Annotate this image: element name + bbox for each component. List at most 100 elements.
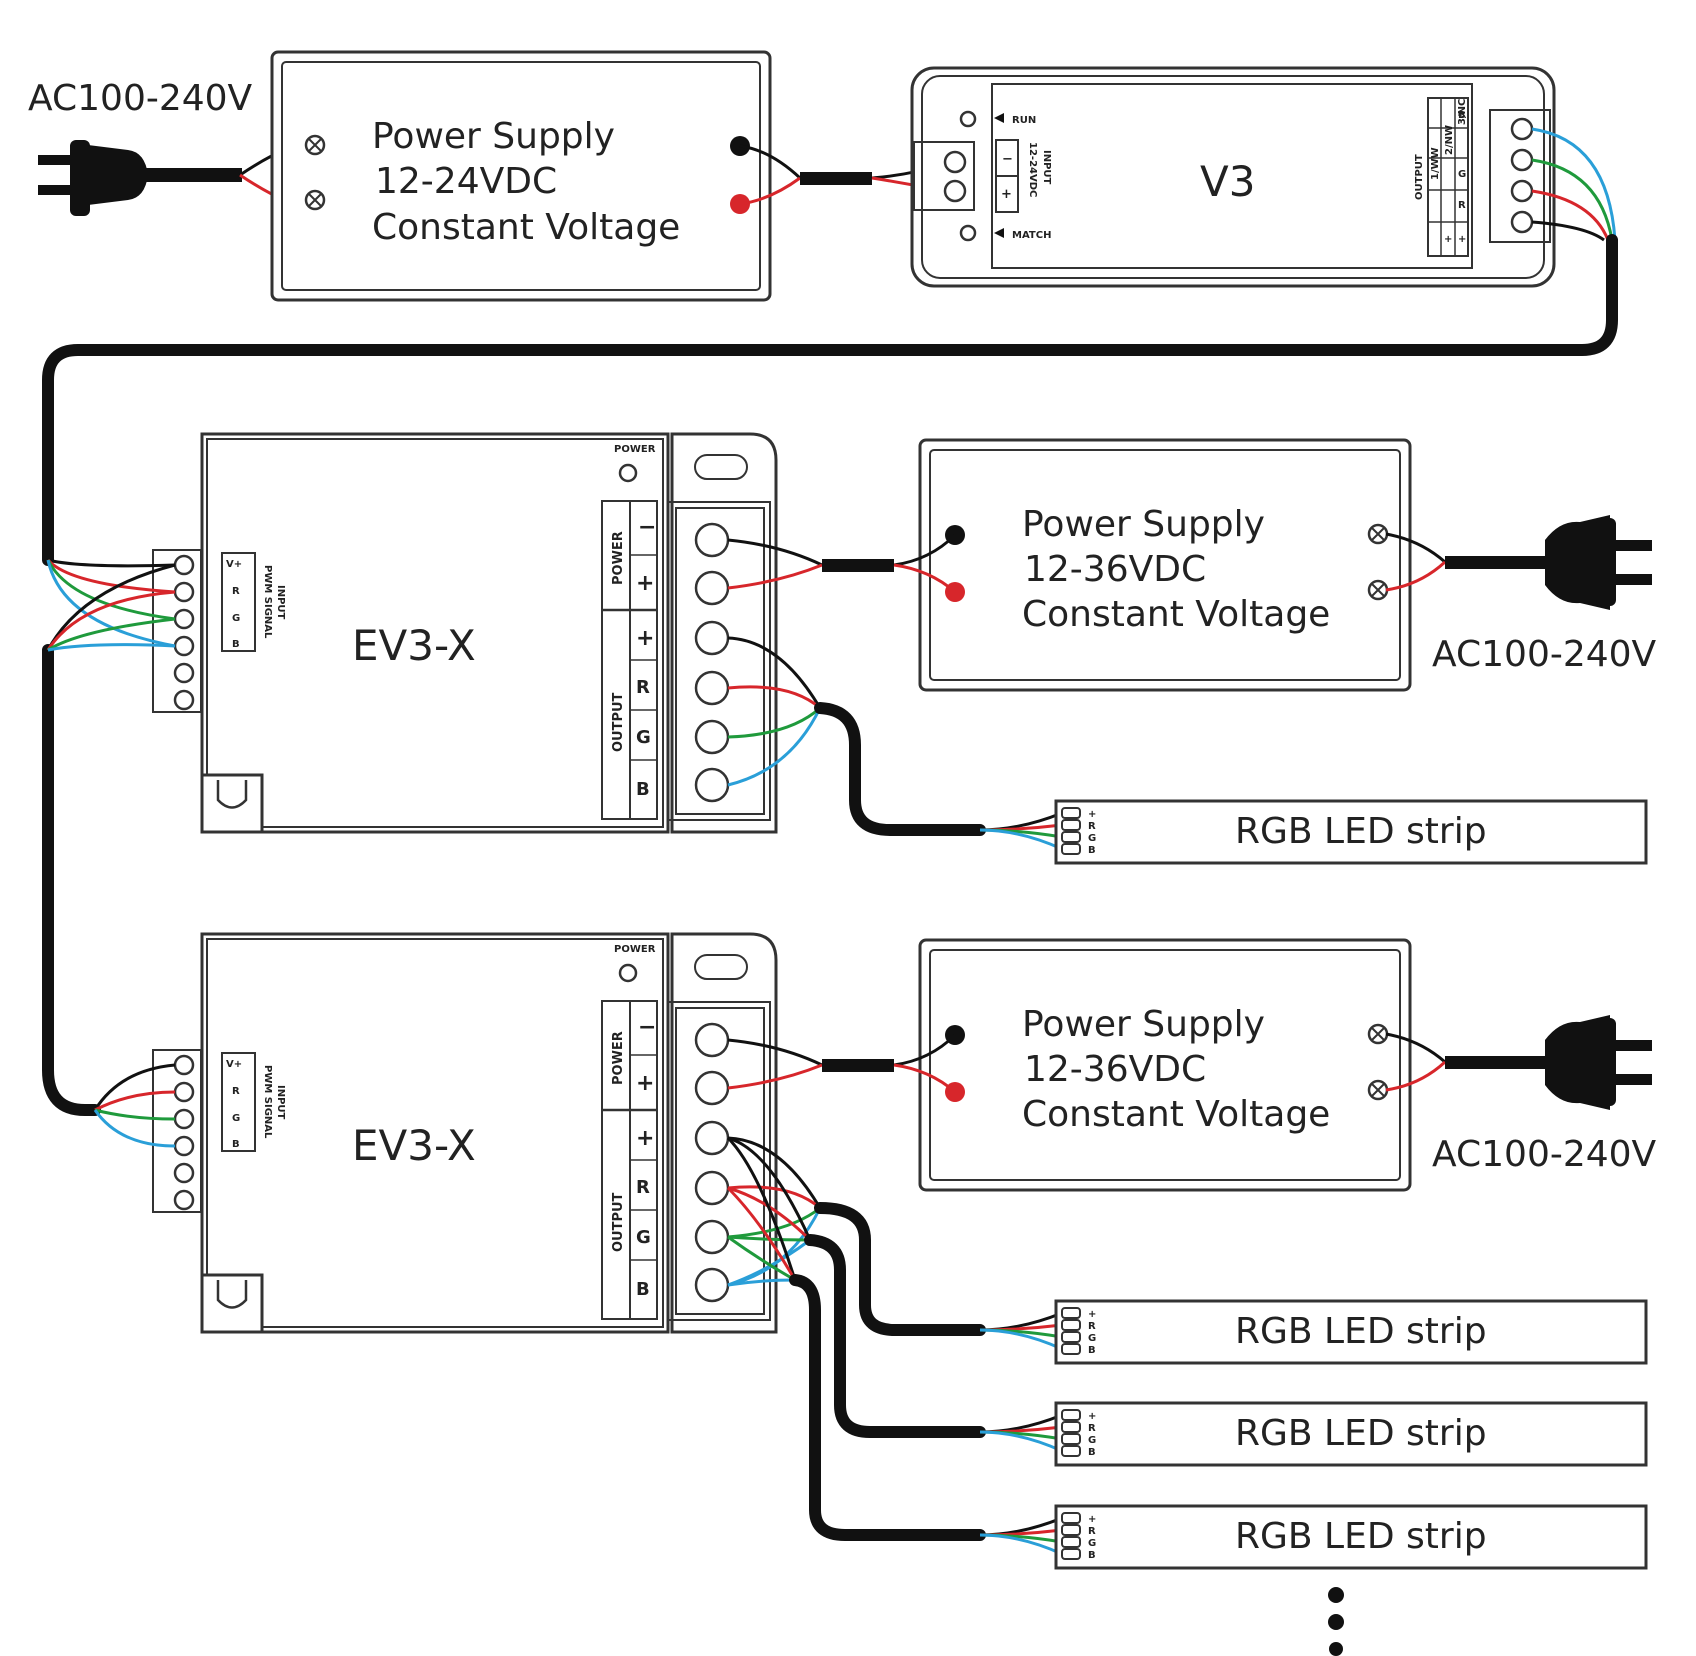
v3-output-row-2: + xyxy=(1458,234,1466,245)
side-psu-2: Power Supply 12-36VDC Constant Voltage xyxy=(918,938,1412,1192)
side-psu-2-ac-wires xyxy=(1385,1032,1447,1092)
ac-plug-top xyxy=(38,140,242,216)
v3-output-wires xyxy=(1531,127,1617,242)
side-psu-1-line1: Power Supply xyxy=(1022,504,1265,545)
rgb-strip-2-pin-1: + xyxy=(1088,1309,1096,1320)
side-psu-2-line3: Constant Voltage xyxy=(1022,1094,1330,1135)
v3-output-row-4: G xyxy=(1458,169,1466,180)
side-psu-2-ac-label: AC100-240V xyxy=(1432,1134,1657,1175)
ev1-term-label-3: + xyxy=(636,626,654,651)
ev3x-unit-2: POWER POWER OUTPUT − + + R G B EV3-X V+ … xyxy=(152,932,778,1334)
ev2-to-strip3-cable xyxy=(804,1234,986,1438)
ev2-input-pin-4: B xyxy=(232,1139,240,1150)
ev1-input-pin-4: B xyxy=(232,639,240,650)
psu-top-ac-terminal-l xyxy=(304,134,326,156)
rgb-strip-1: RGB LED strip + R G B xyxy=(1054,799,1648,865)
psu-top-ac-terminal-n xyxy=(304,189,326,211)
ev1-input-wires xyxy=(46,558,176,652)
strip-2-lead-wire-4 xyxy=(979,1328,1063,1351)
rgb-strip-4: RGB LED strip + R G B xyxy=(1054,1504,1648,1570)
strip-lead-wires xyxy=(979,811,1063,1556)
v3-controller: RUN MATCH − + INPUT 12-24VDC V3 OUTPUT 1… xyxy=(910,66,1556,288)
ev1-model-label: EV3-X xyxy=(352,621,476,670)
rgb-strip-2-pin-3: G xyxy=(1088,1333,1096,1344)
rgb-strip-3-pin-4: B xyxy=(1088,1447,1096,1458)
ev2-to-strip2-cable xyxy=(814,1202,986,1336)
ev2-term-label-6: B xyxy=(636,1279,650,1300)
ev2-input-sub: PWM SIGNAL xyxy=(262,1065,273,1139)
rgb-strip-2-pads xyxy=(1061,1307,1081,1355)
side-psu-1-ac-label: AC100-240V xyxy=(1432,634,1657,675)
v3-model-label: V3 xyxy=(1200,157,1255,206)
ev1-power-section: POWER xyxy=(611,531,626,585)
ev2-to-strip4-cable xyxy=(789,1274,986,1541)
rgb-strip-1-pin-2: R xyxy=(1088,821,1096,832)
v3-input-voltage: 12-24VDC xyxy=(1027,142,1038,197)
ev2-input-pin-2: R xyxy=(232,1086,240,1097)
rgb-strip-3: RGB LED strip + R G B xyxy=(1054,1401,1648,1467)
ev1-output-section: OUTPUT xyxy=(611,692,626,752)
ev1-output-wires xyxy=(727,636,822,787)
trunk-cable xyxy=(42,234,1618,566)
rgb-strip-1-pin-1: + xyxy=(1088,809,1096,820)
ev1-to-strip1-cable xyxy=(814,702,986,836)
ev2-output-wires xyxy=(726,1136,822,1287)
ev2-term-label-5: G xyxy=(636,1227,651,1248)
v3-output-col-1: 1/WW xyxy=(1430,147,1441,180)
ev2-term-label-1: − xyxy=(638,1015,656,1040)
rgb-strip-4-pads xyxy=(1061,1512,1081,1560)
v3-output-label: OUTPUT xyxy=(1414,154,1425,200)
ev2-input-label: INPUT xyxy=(275,1085,286,1120)
side-psu-1-dc-wires xyxy=(727,533,957,594)
rgb-strip-3-pin-1: + xyxy=(1088,1411,1096,1422)
rgb-strip-1-pin-4: B xyxy=(1088,845,1096,856)
v3-input-plus: + xyxy=(1001,187,1012,202)
rgb-strip-1-pads xyxy=(1061,807,1081,855)
rgb-strip-2: RGB LED strip + R G B xyxy=(1054,1299,1648,1365)
v3-run-label: RUN xyxy=(1012,115,1036,126)
ac-plug-side-2 xyxy=(1445,1015,1652,1110)
v3-output-col-2: 2/NW xyxy=(1444,125,1455,155)
ac-plug-side-1 xyxy=(1445,515,1652,610)
side-psu-1-line3: Constant Voltage xyxy=(1022,594,1330,635)
rgb-strip-3-label: RGB LED strip xyxy=(1235,1413,1487,1454)
ev1-power-led-label: POWER xyxy=(614,444,656,455)
continuation-dots xyxy=(1328,1587,1344,1656)
rgb-strip-3-pin-3: G xyxy=(1088,1435,1096,1446)
ev2-input-pin-1: V+ xyxy=(226,1059,242,1070)
ev2-input-pin-3: G xyxy=(232,1113,240,1124)
rgb-strip-1-pin-3: G xyxy=(1088,833,1096,844)
rgb-strip-4-pin-3: G xyxy=(1088,1538,1096,1549)
ev2-term-label-3: + xyxy=(636,1126,654,1151)
ev1-term-label-6: B xyxy=(636,779,650,800)
rgb-strip-2-label: RGB LED strip xyxy=(1235,1311,1487,1352)
side-psu-1-line2: 12-36VDC xyxy=(1024,549,1206,590)
ev2-model-label: EV3-X xyxy=(352,1121,476,1170)
ac-label-top: AC100-240V xyxy=(28,78,253,119)
strip-3-lead-wire-4 xyxy=(979,1430,1063,1453)
psu-top-line2: 12-24VDC xyxy=(375,161,557,202)
v3-output-col-3: 3/NC xyxy=(1457,99,1468,125)
ev1-input-pin-2: R xyxy=(232,586,240,597)
rgb-strip-1-label: RGB LED strip xyxy=(1235,811,1487,852)
side-psu-1: Power Supply 12-36VDC Constant Voltage xyxy=(918,438,1412,692)
v3-output-row-3: R xyxy=(1458,200,1466,211)
rgb-strip-2-pin-4: B xyxy=(1088,1345,1096,1356)
rgb-strip-4-pin-1: + xyxy=(1088,1514,1096,1525)
strip-4-lead-wire-4 xyxy=(979,1533,1063,1556)
ev2-output-section: OUTPUT xyxy=(611,1192,626,1252)
side-psu-1-ac-wires xyxy=(1385,532,1447,592)
v3-input-label: INPUT xyxy=(1041,150,1052,185)
ev1-input-sub: PWM SIGNAL xyxy=(262,565,273,639)
v3-output-row-5: B xyxy=(1458,110,1466,121)
ev2-power-section: POWER xyxy=(611,1031,626,1085)
rgb-strip-4-pin-4: B xyxy=(1088,1550,1096,1561)
psu-top-line1: Power Supply xyxy=(372,116,615,157)
side-psu-2-line1: Power Supply xyxy=(1022,1004,1265,1045)
v3-match-label: MATCH xyxy=(1012,230,1051,241)
rgb-strip-3-pads xyxy=(1061,1409,1081,1457)
ev2-power-led-label: POWER xyxy=(614,944,656,955)
v3-input-minus: − xyxy=(1002,152,1013,167)
side-psu-2-line2: 12-36VDC xyxy=(1024,1049,1206,1090)
ev2-term-label-2: + xyxy=(636,1071,654,1096)
